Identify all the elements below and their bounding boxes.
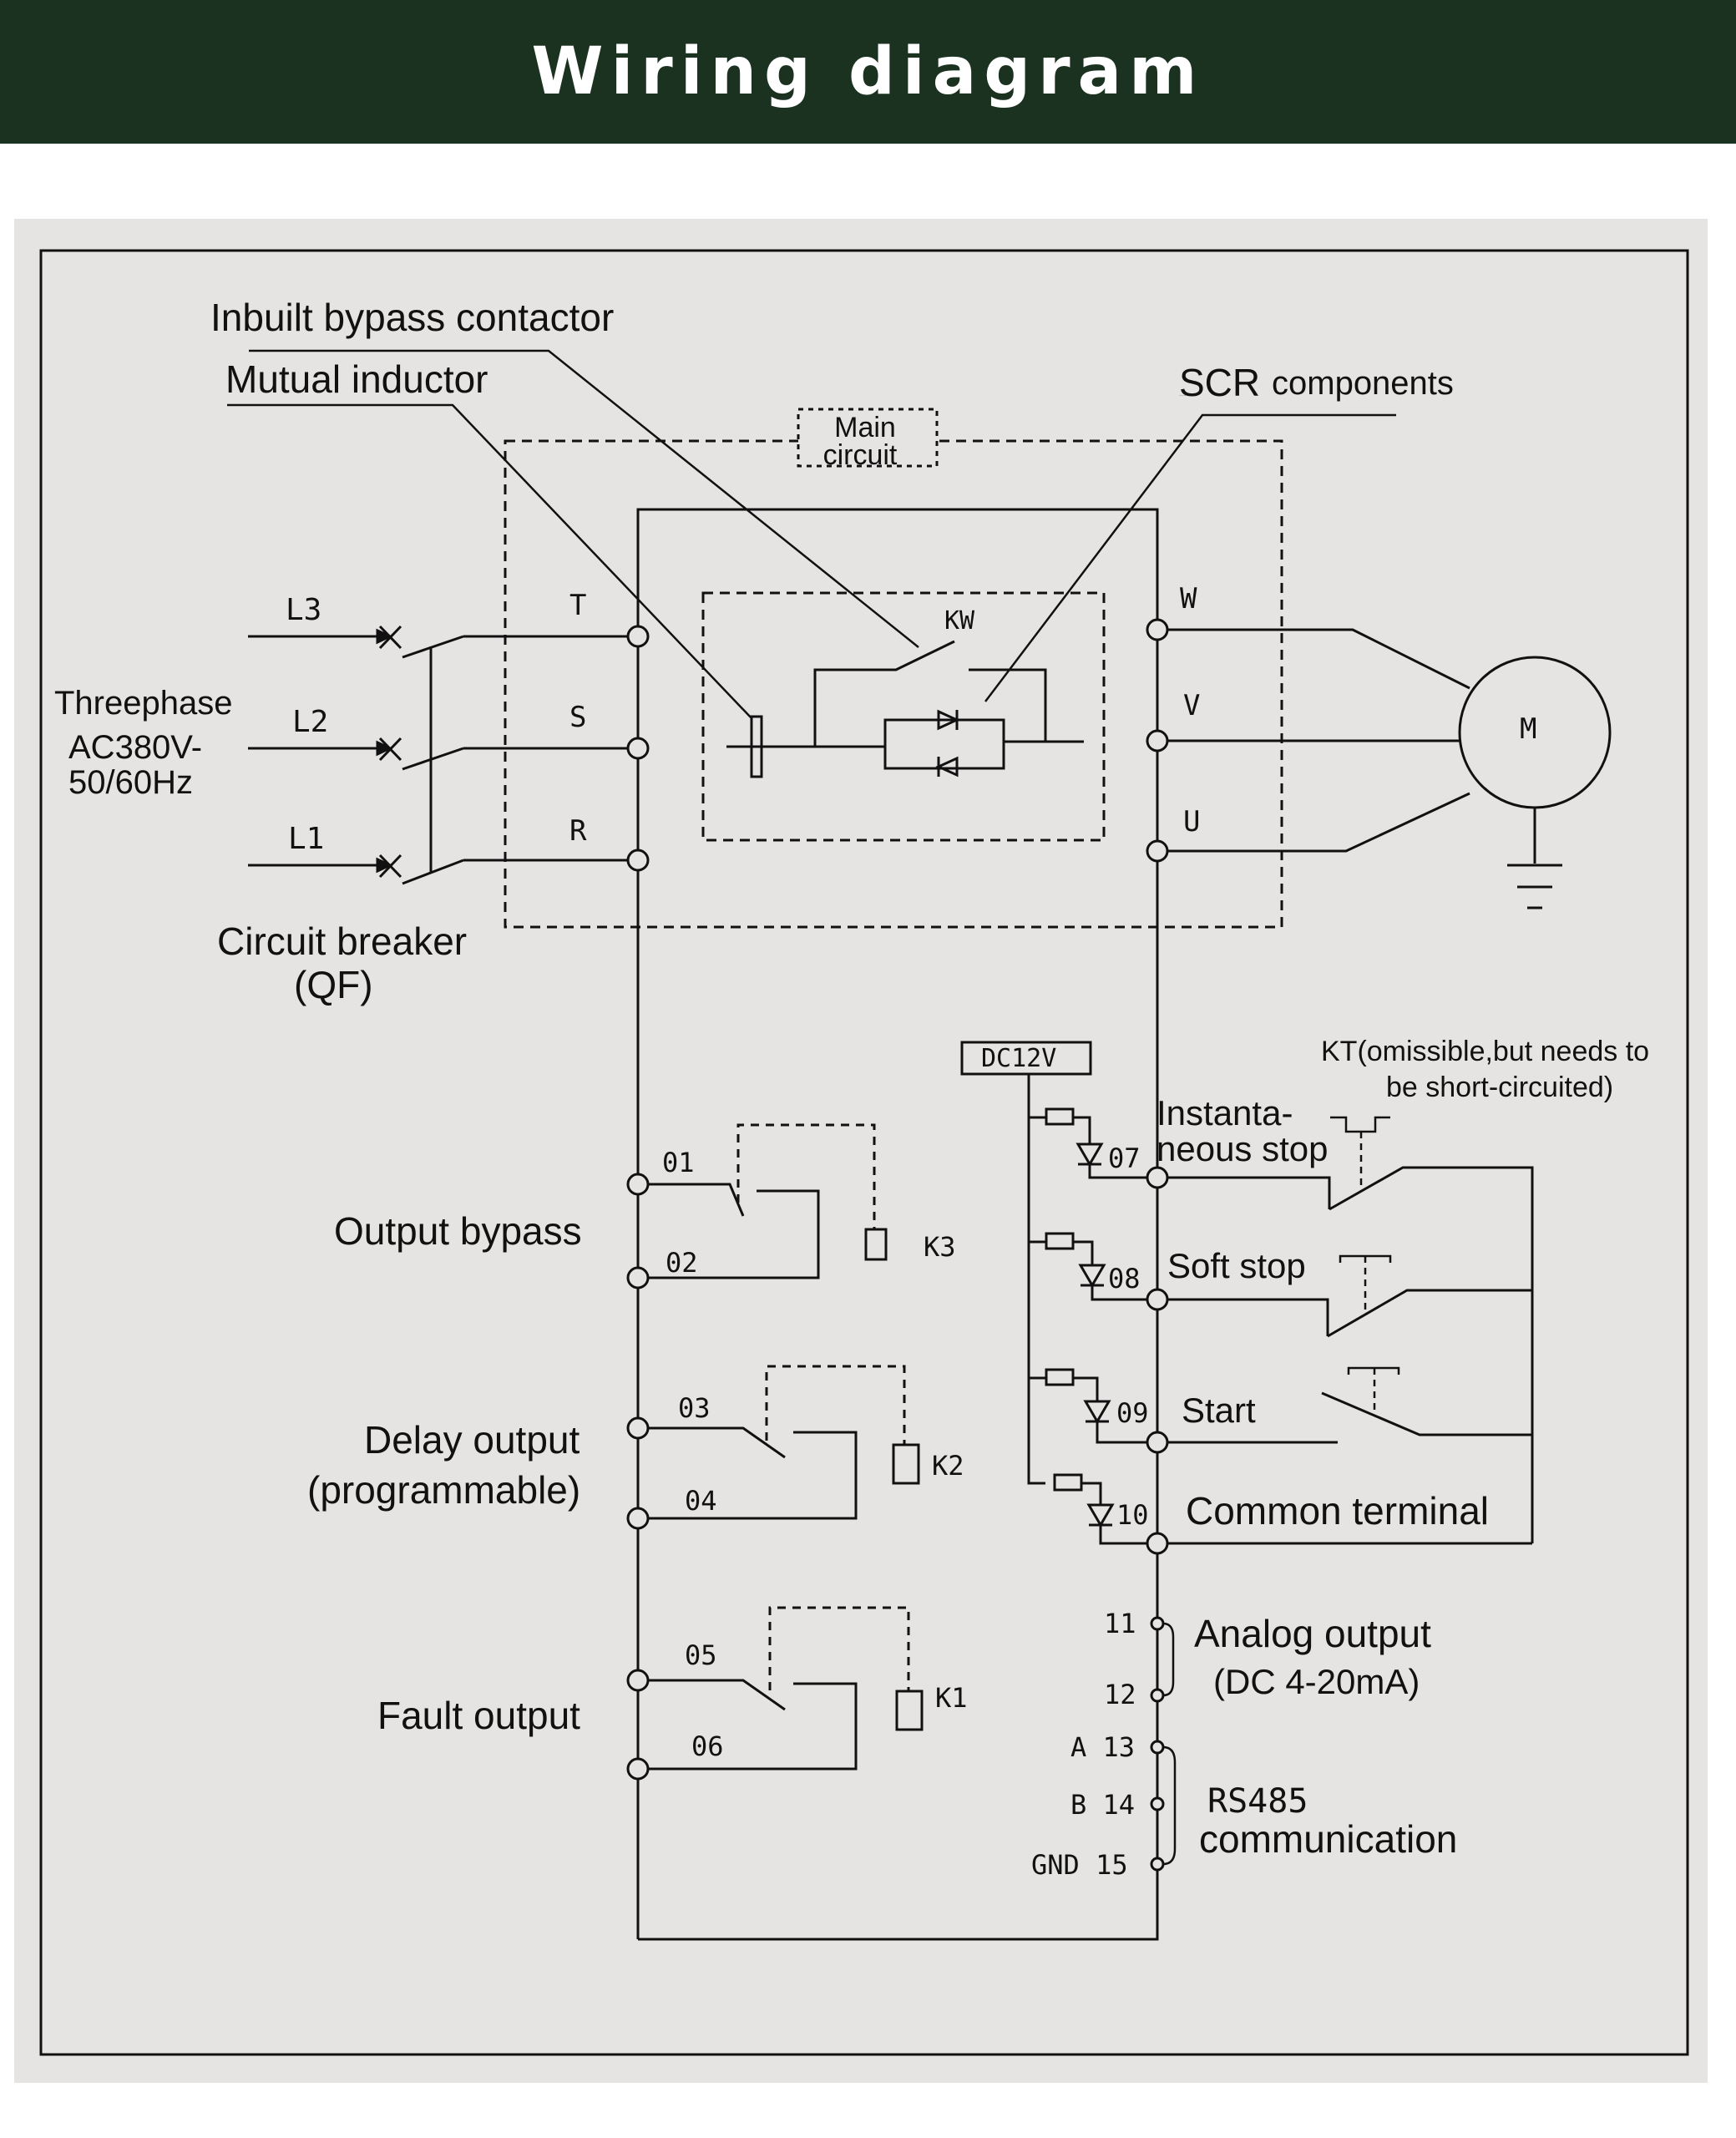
label-programmable: (programmable) [307,1468,580,1512]
label-kw: KW [944,606,975,636]
label-output-bypass: Output bypass [334,1209,582,1253]
device-body-outline [636,508,1159,1941]
label-terminal-12: 12 [1104,1679,1136,1710]
label-scr-components-1: SCR [1179,361,1260,404]
terminal-10 [1146,1532,1169,1555]
label-terminal-05: 05 [685,1639,717,1671]
label-start: Start [1182,1391,1256,1430]
terminal-w [1146,618,1169,641]
label-50-60hz: 50/60Hz [68,764,193,801]
terminal-09 [1146,1431,1169,1454]
label-mutual-inductor: Mutual inductor [225,357,488,401]
label-terminal-10: 10 [1116,1499,1149,1531]
label-analog-output: Analog output [1194,1612,1431,1655]
label-l2: L2 [292,705,328,739]
ground-symbol [1507,808,1562,909]
control-input-network [1027,1074,1147,1545]
terminal-t [626,625,650,648]
label-common-terminal: Common terminal [1186,1489,1489,1533]
label-instantaneous-stop-2: neous stop [1156,1129,1329,1168]
label-terminal-03: 03 [678,1392,711,1424]
main-circuit-label: Main [834,412,896,443]
label-terminal-a13: A 13 [1070,1731,1135,1763]
diagram-frame [39,249,1689,2056]
leader-lines [227,349,1396,719]
label-v: V [1183,689,1200,722]
arrow-l1 [376,857,393,874]
label-k2: K2 [932,1450,964,1482]
label-kt-1: KT(omissible,but needs to [1321,1036,1649,1067]
diode-09 [1084,1400,1111,1423]
label-scr-components-2: components [1272,365,1454,402]
diode-10 [1087,1503,1114,1527]
inner-circuit-box [701,591,1106,842]
label-inbuilt-bypass-contactor: Inbuilt bypass contactor [210,296,614,339]
control-switches [1167,1116,1534,1545]
label-terminal-gnd15: GND 15 [1031,1849,1128,1881]
diode-08 [1079,1264,1106,1287]
label-communication: communication [1199,1817,1457,1861]
page-title: Wiring diagram [531,34,1205,109]
label-terminal-11: 11 [1104,1608,1136,1639]
label-threephase: Threephase [54,685,232,722]
label-kt-2: be short-circuited) [1386,1072,1613,1103]
terminal-r [626,849,650,872]
diode-07 [1076,1142,1103,1166]
label-fault-output: Fault output [377,1694,580,1737]
label-scr-components: SCR components [1179,394,1186,397]
motor-wires [1167,628,1470,853]
label-terminal-08: 08 [1108,1263,1141,1294]
label-soft-stop: Soft stop [1167,1246,1306,1285]
label-ac380v: AC380V- [68,729,202,766]
label-terminal-06: 06 [691,1730,724,1762]
arrow-l2 [376,740,393,757]
main-circuit-label-2: circuit [823,439,898,471]
terminal-s [626,737,650,760]
bypass-contactor [726,640,1084,778]
label-instantaneous-stop-1: Instanta- [1156,1093,1293,1132]
terminal-08 [1146,1288,1169,1311]
label-motor: M [1520,712,1536,746]
relay-delay-output [626,1365,920,1530]
relay-fault-output [626,1606,924,1781]
label-l3: L3 [286,593,321,627]
label-circuit-breaker: Circuit breaker [217,920,467,963]
label-terminal-01: 01 [662,1147,695,1178]
header-banner: Wiring diagram [0,0,1736,144]
label-t: T [569,589,586,622]
label-terminal-b14: B 14 [1070,1789,1135,1821]
label-qf: (QF) [294,963,373,1006]
label-l1: L1 [288,822,324,856]
label-k3: K3 [924,1231,956,1263]
label-s: S [569,701,586,734]
label-w: W [1180,582,1197,616]
scr-components [883,709,1045,778]
label-delay-output: Delay output [364,1418,580,1462]
terminal-v [1146,729,1169,752]
label-k1: K1 [935,1682,968,1714]
dc12v-box [960,1041,1092,1076]
label-dc-4-20ma: (DC 4-20mA) [1213,1662,1420,1701]
label-terminal-09: 09 [1116,1397,1149,1429]
label-terminal-04: 04 [685,1485,717,1517]
diagram-panel [14,219,1708,2083]
label-terminal-07: 07 [1108,1142,1141,1174]
relay-output-bypass [626,1123,888,1289]
label-dc12v: DC12V [981,1044,1056,1073]
label-r: R [569,814,587,848]
label-u: U [1183,805,1200,838]
label-terminal-02: 02 [666,1247,698,1279]
analog-rs485-terminals [1150,1616,1177,1872]
main-circuit-label-box [797,408,939,468]
arrow-l3 [376,628,393,645]
terminal-u [1146,839,1169,863]
terminal-07 [1146,1166,1169,1189]
label-rs485: RS485 [1207,1782,1308,1821]
